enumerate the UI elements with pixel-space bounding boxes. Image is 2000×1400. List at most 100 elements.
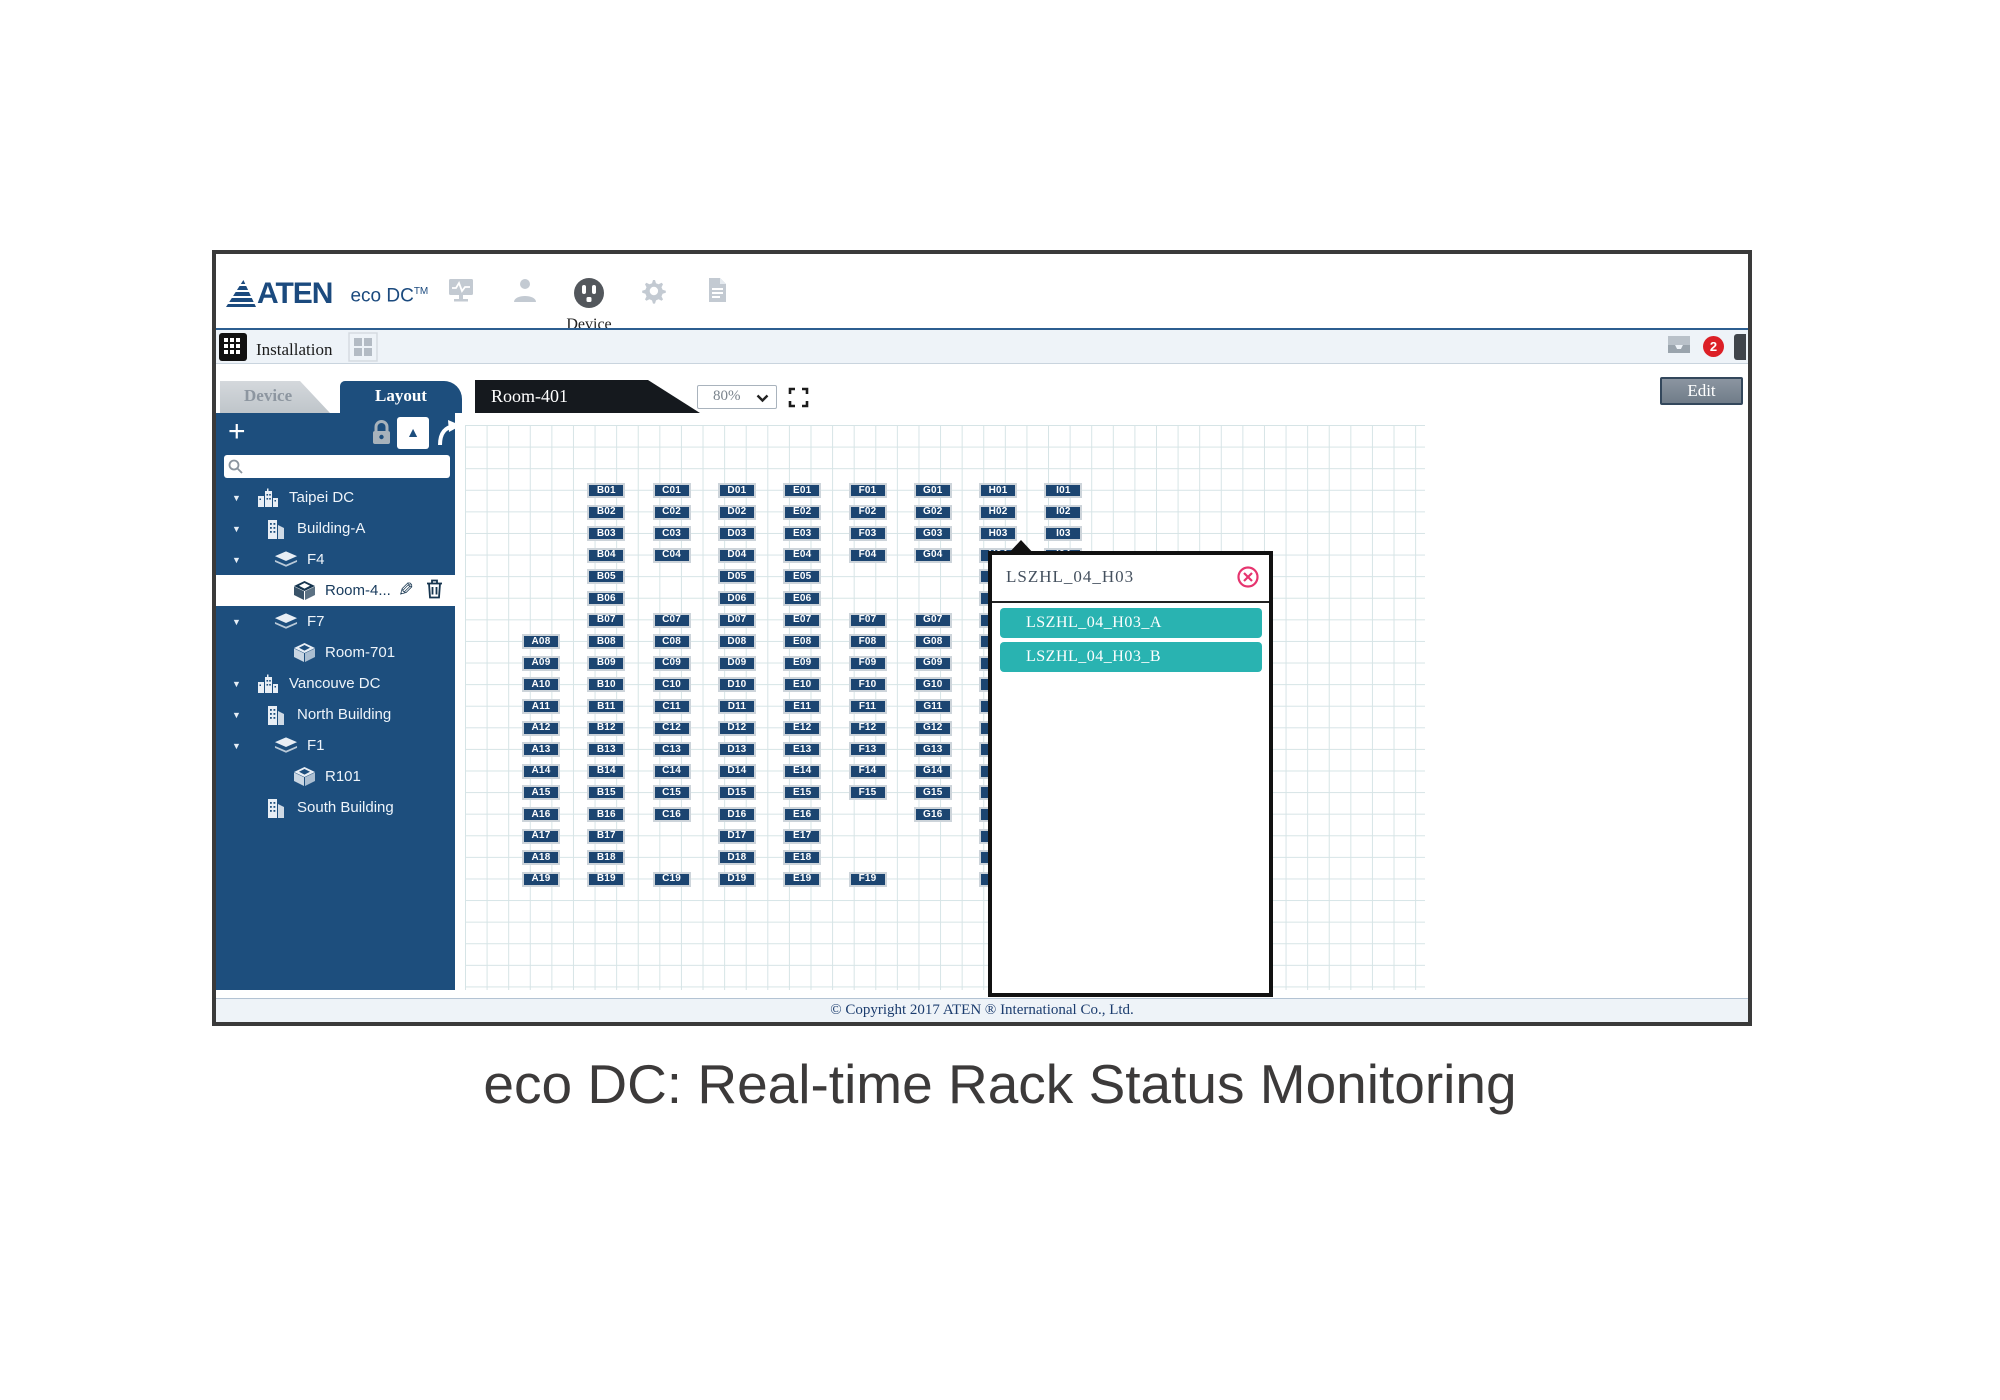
rack-label[interactable]: C16 [652, 807, 691, 822]
expand-up-button[interactable]: ▲ [397, 417, 429, 449]
rack-label[interactable]: C14 [652, 763, 691, 779]
search-input[interactable] [246, 456, 446, 476]
rack-label[interactable]: A12 [522, 720, 560, 736]
rack-label[interactable]: H02 [979, 504, 1018, 520]
rack-label[interactable]: F11 [848, 699, 887, 714]
rack-label[interactable]: E09 [783, 655, 822, 671]
rack-label[interactable]: A13 [522, 742, 560, 758]
rack-label[interactable]: C08 [652, 634, 691, 650]
rack-label[interactable]: D07 [717, 612, 756, 628]
edit-pencil-icon[interactable]: ✎ [398, 580, 414, 601]
installation-grid-icon[interactable] [218, 332, 248, 367]
tab-device[interactable]: Device [220, 381, 330, 413]
rack-label[interactable]: D14 [717, 763, 756, 779]
tree-item-f7[interactable]: ▼F7 [216, 606, 455, 637]
close-icon[interactable] [1236, 565, 1260, 594]
rack-label[interactable]: D08 [717, 634, 756, 650]
tree-item-vancouve-dc[interactable]: ▼Vancouve DC [216, 668, 455, 699]
rack-label[interactable]: G16 [913, 807, 952, 822]
rack-label[interactable]: G01 [913, 483, 952, 498]
rack-label[interactable]: D15 [717, 785, 756, 801]
rack-label[interactable]: G02 [913, 504, 952, 520]
rack-label[interactable]: E10 [783, 677, 822, 693]
tree-item-taipei-dc[interactable]: ▼Taipei DC [216, 482, 455, 513]
rack-label[interactable]: G12 [913, 720, 952, 736]
rack-label[interactable]: C07 [652, 612, 691, 628]
rack-label[interactable]: E14 [783, 763, 822, 779]
rack-label[interactable]: C04 [652, 547, 691, 563]
rack-label[interactable]: B13 [587, 742, 626, 758]
tree-item-south-building[interactable]: South Building [216, 792, 455, 823]
rack-label[interactable]: D06 [717, 591, 756, 606]
rack-label[interactable]: D11 [717, 699, 756, 714]
curved-arrow-icon[interactable] [434, 417, 462, 452]
fullscreen-icon[interactable] [788, 387, 809, 413]
lock-icon[interactable] [370, 419, 393, 452]
rack-label[interactable]: E04 [783, 547, 822, 563]
rack-label[interactable]: B08 [587, 634, 626, 650]
edit-button[interactable]: Edit [1660, 377, 1743, 405]
rack-label[interactable]: G07 [913, 612, 952, 628]
rack-label[interactable]: B14 [587, 763, 626, 779]
rack-label[interactable]: B03 [587, 526, 626, 542]
nav-energy[interactable] [438, 276, 484, 315]
expand-arrow-icon[interactable]: ▼ [232, 709, 241, 720]
rack-label[interactable]: F12 [848, 720, 887, 736]
rack-label[interactable]: E15 [783, 785, 822, 801]
rack-label[interactable]: D01 [717, 483, 756, 498]
rack-label[interactable]: E01 [783, 483, 822, 498]
expand-arrow-icon[interactable]: ▼ [232, 554, 241, 565]
rack-label[interactable]: C11 [652, 699, 691, 714]
nav-settings[interactable] [630, 276, 676, 315]
rack-label[interactable]: C10 [652, 677, 691, 693]
rack-label[interactable]: A11 [522, 699, 560, 714]
rack-label[interactable]: C02 [652, 504, 691, 520]
rack-label[interactable]: F08 [848, 634, 887, 650]
rack-label[interactable]: G15 [913, 785, 952, 801]
tree-item-room-4-[interactable]: Room-4...✎ [216, 575, 455, 606]
popup-item[interactable]: LSZHL_04_H03_B [1000, 642, 1262, 672]
nav-report[interactable] [694, 276, 740, 315]
expand-arrow-icon[interactable]: ▼ [232, 523, 241, 534]
add-node-button[interactable]: + [228, 415, 246, 448]
rack-label[interactable]: B01 [587, 483, 626, 498]
rack-label[interactable]: B19 [587, 871, 626, 887]
rack-label[interactable]: E18 [783, 850, 822, 866]
rack-label[interactable]: B12 [587, 720, 626, 736]
rack-label[interactable]: D19 [717, 871, 756, 887]
rack-label[interactable]: D05 [717, 569, 756, 585]
rack-label[interactable]: C15 [652, 785, 691, 801]
tree-item-north-building[interactable]: ▼North Building [216, 699, 455, 730]
rack-label[interactable]: D04 [717, 547, 756, 563]
rack-label[interactable]: E02 [783, 504, 822, 520]
rack-label[interactable]: H03 [979, 526, 1018, 542]
rack-label[interactable]: E08 [783, 634, 822, 650]
rack-label[interactable]: G08 [913, 634, 952, 650]
rack-label[interactable]: C19 [652, 871, 691, 887]
expand-arrow-icon[interactable]: ▼ [232, 492, 241, 503]
tree-item-building-a[interactable]: ▼Building-A [216, 513, 455, 544]
rack-label[interactable]: F03 [848, 526, 887, 542]
rack-label[interactable]: E05 [783, 569, 822, 585]
rack-label[interactable]: B18 [587, 850, 626, 866]
rack-label[interactable]: B11 [587, 699, 626, 714]
rack-label[interactable]: C12 [652, 720, 691, 736]
rack-label[interactable]: B04 [587, 547, 626, 563]
rack-label[interactable]: E13 [783, 742, 822, 758]
nav-device[interactable]: Device [566, 276, 612, 333]
rack-label[interactable]: C01 [652, 483, 691, 498]
rack-label[interactable]: B02 [587, 504, 626, 520]
rack-label[interactable]: I03 [1044, 526, 1083, 542]
room-tab[interactable]: Room-401 [475, 380, 700, 413]
rack-label[interactable]: F07 [848, 612, 887, 628]
rack-label[interactable]: A17 [522, 828, 560, 844]
rack-label[interactable]: G09 [913, 655, 952, 671]
rack-label[interactable]: D17 [717, 828, 756, 844]
rack-label[interactable]: B15 [587, 785, 626, 801]
rack-label[interactable]: G13 [913, 742, 952, 758]
rack-label[interactable]: D16 [717, 807, 756, 822]
rack-label[interactable]: F15 [848, 785, 887, 801]
rack-label[interactable]: F04 [848, 547, 887, 563]
rack-label[interactable]: E06 [783, 591, 822, 606]
